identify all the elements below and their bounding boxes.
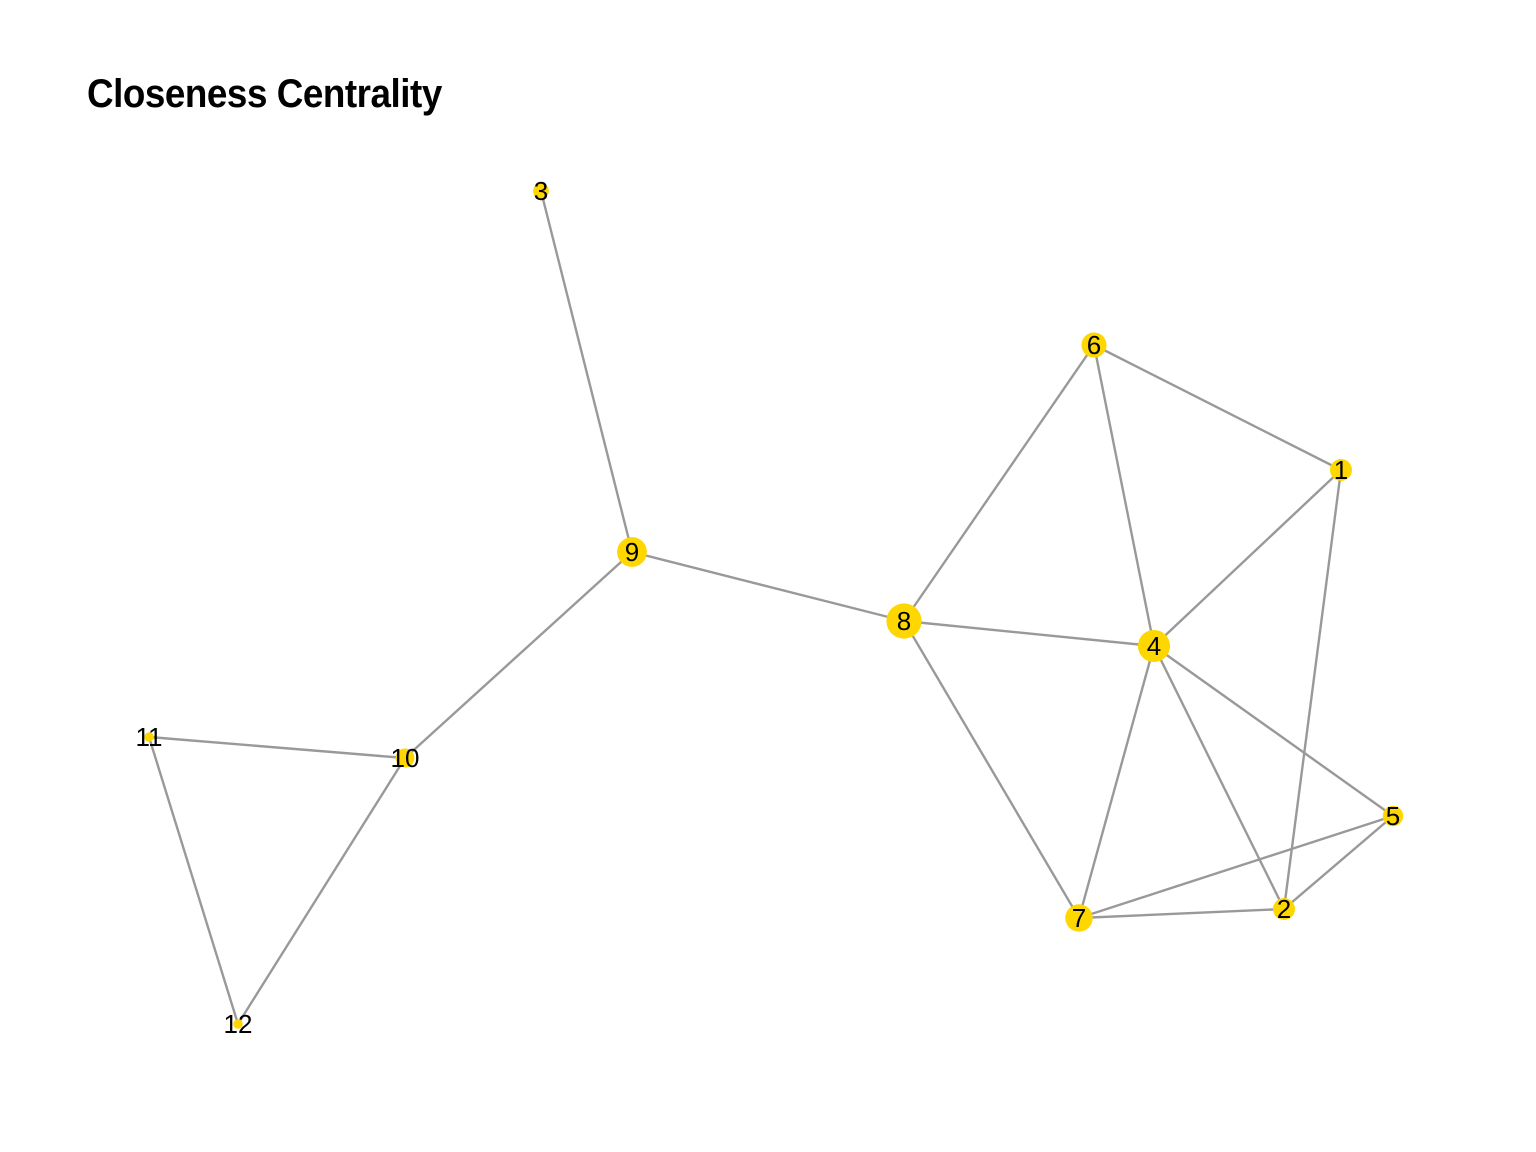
node-label: 6 bbox=[1087, 330, 1101, 360]
node-12: 12 bbox=[224, 1009, 253, 1039]
edge-1-4 bbox=[1152, 468, 1343, 648]
edge-8-7 bbox=[902, 619, 1081, 920]
edge-4-5 bbox=[1152, 644, 1395, 818]
edge-10-11 bbox=[147, 735, 407, 760]
node-6: 6 bbox=[1081, 330, 1107, 360]
edge-8-4 bbox=[902, 619, 1156, 648]
node-label: 10 bbox=[391, 743, 420, 773]
node-circle bbox=[144, 732, 154, 742]
edge-6-4 bbox=[1092, 343, 1156, 648]
node-5: 5 bbox=[1382, 801, 1404, 831]
node-label: 7 bbox=[1072, 903, 1086, 933]
edge-10-12 bbox=[236, 756, 407, 1026]
edge-4-7 bbox=[1077, 644, 1156, 920]
node-2: 2 bbox=[1273, 894, 1295, 924]
node-label: 11 bbox=[136, 722, 163, 752]
node-circle bbox=[233, 1019, 243, 1029]
edge-2-5 bbox=[1282, 814, 1395, 911]
node-circle bbox=[1382, 805, 1404, 827]
edge-8-6 bbox=[902, 343, 1096, 623]
node-8: 8 bbox=[886, 603, 922, 639]
edge-9-10 bbox=[403, 550, 634, 760]
node-label: 4 bbox=[1147, 631, 1161, 661]
node-circle bbox=[395, 748, 415, 768]
page-title: Closeness Centrality bbox=[87, 72, 442, 116]
node-circle bbox=[1137, 629, 1171, 663]
node-circle bbox=[1065, 904, 1093, 932]
node-label: 5 bbox=[1386, 801, 1400, 831]
node-10: 10 bbox=[391, 743, 420, 773]
node-circle bbox=[1273, 898, 1295, 920]
node-9: 9 bbox=[617, 537, 647, 567]
edge-1-2 bbox=[1282, 468, 1343, 911]
node-label: 3 bbox=[534, 176, 548, 206]
edge-9-8 bbox=[630, 550, 906, 623]
node-11: 11 bbox=[136, 722, 163, 752]
node-circle bbox=[617, 537, 647, 567]
edge-7-5 bbox=[1077, 814, 1395, 920]
node-circle bbox=[886, 603, 922, 639]
node-7: 7 bbox=[1065, 903, 1093, 933]
edge-11-12 bbox=[147, 735, 240, 1026]
edge-7-2 bbox=[1077, 907, 1286, 920]
edge-6-1 bbox=[1092, 343, 1343, 472]
node-label: 8 bbox=[897, 606, 911, 636]
node-label: 12 bbox=[224, 1009, 253, 1039]
node-label: 9 bbox=[625, 537, 639, 567]
node-circle bbox=[1330, 459, 1352, 481]
node-4: 4 bbox=[1137, 629, 1171, 663]
node-1: 1 bbox=[1330, 455, 1352, 485]
edges-layer bbox=[147, 189, 1395, 1026]
node-label: 1 bbox=[1334, 455, 1348, 485]
node-circle bbox=[1081, 332, 1107, 358]
edge-3-9 bbox=[539, 189, 634, 554]
node-label: 2 bbox=[1277, 894, 1291, 924]
node-circle bbox=[533, 183, 549, 199]
edge-4-2 bbox=[1152, 644, 1286, 911]
node-3: 3 bbox=[533, 176, 549, 206]
